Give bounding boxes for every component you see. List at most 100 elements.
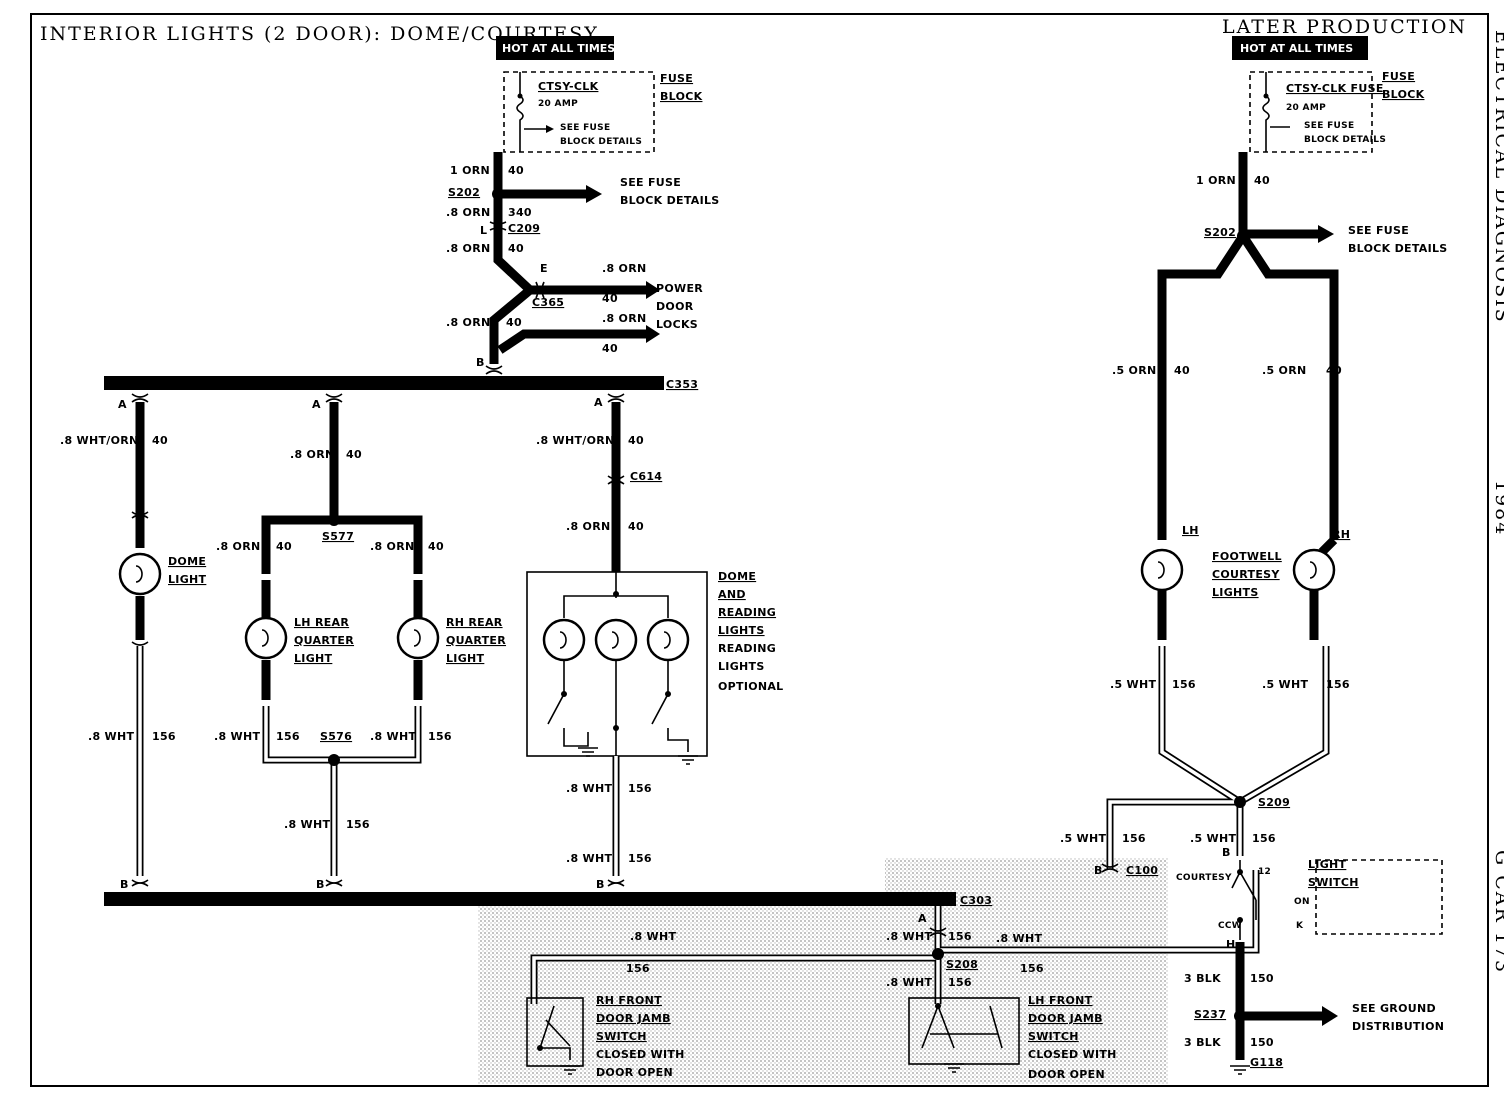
s576-down-circuit: 156 bbox=[346, 818, 370, 831]
reading-bot-circuit1: 156 bbox=[628, 782, 652, 795]
right-rh-bot-wire: .5 WHT bbox=[1262, 678, 1309, 691]
switch-pin-h: H bbox=[1226, 938, 1236, 951]
dome-bot-circuit: 156 bbox=[152, 730, 176, 743]
drl-label3: READING bbox=[718, 606, 776, 619]
see-ground-label2: DISTRIBUTION bbox=[1352, 1020, 1444, 1033]
light-switch-label2: SWITCH bbox=[1308, 876, 1359, 889]
side-text-electrical: ELECTRICAL DIAGNOSIS bbox=[1491, 30, 1504, 324]
left-fuse-see2: BLOCK DETAILS bbox=[560, 137, 642, 147]
s577-splice bbox=[328, 514, 340, 526]
drl-label6: LIGHTS bbox=[718, 660, 765, 673]
rh-door-ground bbox=[560, 1065, 580, 1075]
side-text-car: G CAR 173 bbox=[1491, 850, 1504, 974]
lh-quarter-bulb bbox=[244, 616, 288, 660]
rhfd-label1: RH FRONT bbox=[596, 994, 662, 1007]
s209-label: S209 bbox=[1258, 796, 1290, 809]
s576-splice bbox=[328, 754, 340, 766]
right-fuse-name: CTSY-CLK FUSE bbox=[1286, 82, 1384, 95]
left-hot-banner bbox=[496, 36, 614, 60]
right-sw-wire: .5 WHT bbox=[1190, 832, 1237, 845]
lhfd-label5: DOOR OPEN bbox=[1028, 1068, 1105, 1081]
reading-mid-wire: .8 ORN bbox=[566, 520, 611, 533]
dome-top-circuit: 40 bbox=[152, 434, 168, 447]
switch-on-label: ON bbox=[1294, 897, 1310, 907]
dome-light-label2: LIGHT bbox=[168, 573, 207, 586]
light-switch-box bbox=[1315, 859, 1443, 935]
left-pin-e: E bbox=[540, 262, 548, 275]
left-fuse-box bbox=[503, 71, 655, 153]
left-s202-splice bbox=[492, 188, 504, 200]
s237-splice bbox=[1234, 1010, 1246, 1022]
pin-a-lower: A bbox=[918, 912, 927, 925]
light-switch-internals bbox=[1231, 860, 1257, 940]
dome-bot-wire-label: .8 WHT bbox=[88, 730, 135, 743]
left-340: 340 bbox=[508, 206, 532, 219]
rhfd-label5: DOOR OPEN bbox=[596, 1066, 673, 1079]
dome-light-filament bbox=[135, 565, 143, 583]
left-s202-arrow bbox=[586, 185, 602, 203]
left-pdl1: POWER bbox=[656, 282, 703, 295]
rh-label: RH bbox=[1332, 528, 1350, 541]
side-text-year: 1984 bbox=[1491, 480, 1504, 536]
blk1-wire: 3 BLK bbox=[1184, 972, 1221, 985]
reading-bot-wire2: .8 WHT bbox=[566, 852, 613, 865]
left-fuse-arrow-head bbox=[546, 125, 554, 133]
dome-top-wire-label: .8 WHT/ORN bbox=[60, 434, 139, 447]
blk1-circuit: 150 bbox=[1250, 972, 1274, 985]
left-8orn-a: .8 ORN bbox=[446, 206, 491, 219]
drl-label2: AND bbox=[718, 588, 746, 601]
pin-b2: B bbox=[316, 878, 325, 891]
left-fuse-see: SEE FUSE bbox=[560, 123, 610, 133]
rhfd-circuit: 156 bbox=[626, 962, 650, 975]
rhq-bot-wire: .8 WHT bbox=[370, 730, 417, 743]
switch-12-label: 12 bbox=[1258, 867, 1271, 877]
left-40e: 40 bbox=[602, 342, 618, 355]
left-pdl2: DOOR bbox=[656, 300, 694, 313]
right-hot-label: HOT AT ALL TIMES bbox=[1240, 42, 1353, 55]
shaded-area-bottom bbox=[478, 906, 1168, 1084]
right-sf2: BLOCK DETAILS bbox=[1348, 242, 1448, 255]
s209-splice bbox=[1234, 796, 1246, 808]
rhfd-wire: .8 WHT bbox=[630, 930, 677, 943]
c303-bus bbox=[104, 892, 956, 906]
right-s202-arrow bbox=[1318, 225, 1334, 243]
reading-bot-wire1: .8 WHT bbox=[566, 782, 613, 795]
left-c365-connector bbox=[535, 281, 545, 299]
right-pin-b: B bbox=[1094, 864, 1103, 877]
lhfd-label1: LH FRONT bbox=[1028, 994, 1093, 1007]
reading-bulb-3 bbox=[646, 618, 690, 662]
reading-top-wire: .8 WHT/ORN bbox=[536, 434, 615, 447]
lhq-bot-circuit: 156 bbox=[276, 730, 300, 743]
right-s202: S202 bbox=[1204, 226, 1236, 239]
reading-top-circuit: 40 bbox=[628, 434, 644, 447]
lhq-bot-wire: .8 WHT bbox=[214, 730, 261, 743]
s208-splice bbox=[932, 948, 944, 960]
pin-b3: B bbox=[596, 878, 605, 891]
left-pin-l: L bbox=[480, 224, 487, 237]
right-sf1: SEE FUSE bbox=[1348, 224, 1409, 237]
left-fuse-block-label: FUSE bbox=[660, 72, 693, 85]
left-8orn-b: .8 ORN bbox=[446, 242, 491, 255]
left-40c: 40 bbox=[602, 292, 618, 305]
left-40a: 40 bbox=[508, 164, 524, 177]
lh-label: LH bbox=[1182, 524, 1199, 537]
c303-label: C303 bbox=[960, 894, 992, 907]
right-left-drop-wire: .5 WHT bbox=[1060, 832, 1107, 845]
left-fuse-symbol bbox=[516, 72, 524, 152]
right-fuse-block-label: FUSE bbox=[1382, 70, 1415, 83]
rhfd-label3: SWITCH bbox=[596, 1030, 647, 1043]
rh-door-switch-contact bbox=[539, 1005, 571, 1060]
right-fuse-box bbox=[1249, 71, 1373, 153]
footwell-label1: FOOTWELL bbox=[1212, 550, 1282, 563]
lhq-label2: QUARTER bbox=[294, 634, 354, 647]
lh-footwell-bulb bbox=[1140, 548, 1184, 592]
ground-arrow bbox=[1322, 1006, 1338, 1026]
rhq-wire: .8 ORN bbox=[370, 540, 415, 553]
dome-light-label1: DOME bbox=[168, 555, 206, 568]
s577-label: S577 bbox=[322, 530, 354, 543]
left-c209: C209 bbox=[508, 222, 540, 235]
rhq-circuit: 40 bbox=[428, 540, 444, 553]
reading-ground-2 bbox=[678, 755, 698, 765]
left-fuse-amp: 20 AMP bbox=[538, 99, 578, 109]
